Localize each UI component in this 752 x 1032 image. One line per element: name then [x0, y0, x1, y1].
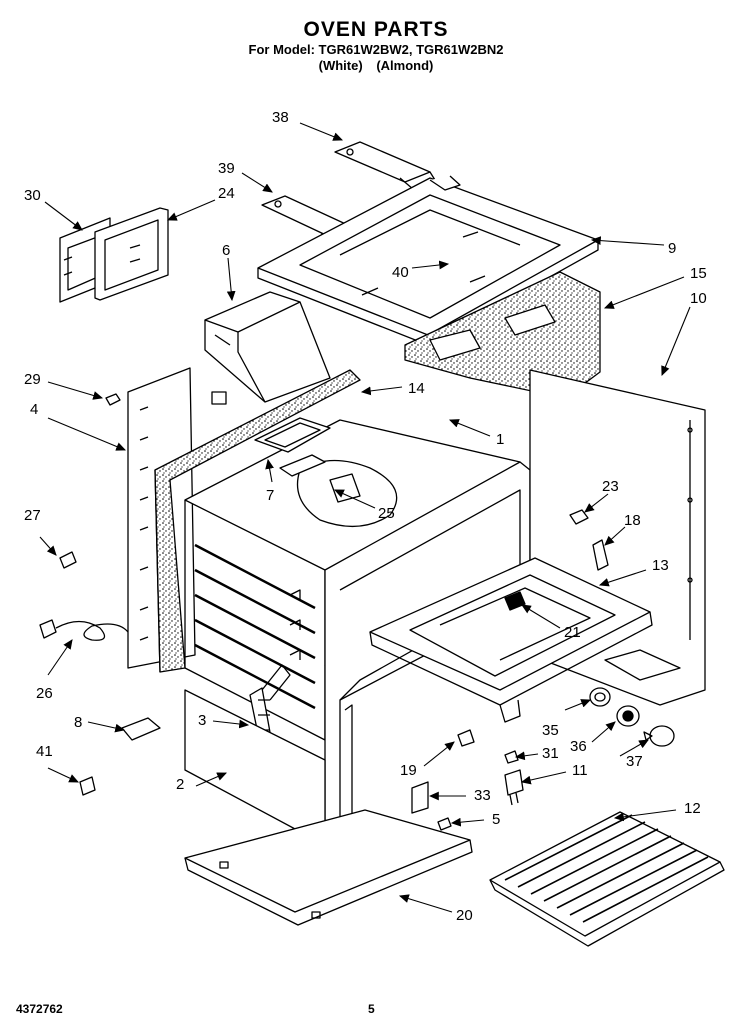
- strap-8: [121, 717, 161, 741]
- burner-25: [296, 459, 398, 528]
- callout-9: 9: [668, 240, 676, 257]
- callout-1: 1: [496, 431, 504, 448]
- callout-14: 14: [408, 380, 425, 397]
- callout-19: 19: [400, 762, 417, 779]
- color-white: (White): [318, 58, 363, 73]
- callout-37: 37: [626, 753, 643, 770]
- callout-2: 2: [176, 776, 184, 793]
- model-line: For Model: TGR61W2BW2, TGR61W2BN2: [248, 42, 504, 57]
- bracket-33: [411, 781, 429, 814]
- callout-18: 18: [624, 512, 641, 529]
- label-21: [504, 591, 526, 611]
- callout-10: 10: [690, 290, 707, 307]
- callout-36: 36: [570, 738, 587, 755]
- callout-35: 35: [542, 722, 559, 739]
- callout-15: 15: [690, 265, 707, 282]
- callout-41: 41: [36, 743, 53, 760]
- clip-29: [105, 393, 121, 406]
- harness-26: [39, 619, 57, 639]
- callout-27: 27: [24, 507, 41, 524]
- callout-40: 40: [392, 264, 409, 281]
- drawer-bottom-20: [184, 809, 471, 913]
- callout-21: 21: [564, 624, 581, 641]
- callout-23: 23: [602, 478, 619, 495]
- bracket-18: [592, 539, 609, 571]
- color-almond: (Almond): [376, 58, 434, 73]
- valve-11: [504, 769, 524, 796]
- callout-31: 31: [542, 745, 559, 762]
- callout-24: 24: [218, 185, 235, 202]
- callout-20: 20: [456, 907, 473, 924]
- oven-rack-12: [489, 811, 721, 937]
- part-19: [457, 729, 475, 747]
- clip-41: [79, 776, 96, 796]
- document-number: 4372762: [16, 1002, 63, 1016]
- callout-30: 30: [24, 187, 41, 204]
- callout-33: 33: [474, 787, 491, 804]
- vent-duct-6: [204, 291, 301, 333]
- part-35: [589, 687, 611, 707]
- color-line: (White) (Almond): [0, 58, 752, 74]
- callout-39: 39: [218, 160, 235, 177]
- clip-27: [59, 551, 77, 569]
- callout-3: 3: [198, 712, 206, 729]
- page-title: OVEN PARTS: [303, 18, 449, 41]
- callout-12: 12: [684, 800, 701, 817]
- part-23: [569, 509, 589, 525]
- screw-5: [437, 817, 452, 831]
- callout-4: 4: [30, 401, 38, 418]
- callout-11: 11: [572, 762, 588, 779]
- callout-13: 13: [652, 557, 669, 574]
- callout-25: 25: [378, 505, 395, 522]
- callout-38: 38: [272, 109, 289, 126]
- bulb-37: [649, 725, 675, 747]
- callout-7: 7: [266, 487, 274, 504]
- panel-24: [94, 207, 169, 301]
- callout-29: 29: [24, 371, 41, 388]
- callout-6: 6: [222, 242, 230, 259]
- callout-8: 8: [74, 714, 82, 731]
- page-number: 5: [368, 1002, 375, 1016]
- bracket-38: [334, 141, 431, 183]
- callout-26: 26: [36, 685, 53, 702]
- callout-5: 5: [492, 811, 500, 828]
- page-header: OVEN PARTS For Model: TGR61W2BW2, TGR61W…: [0, 18, 752, 74]
